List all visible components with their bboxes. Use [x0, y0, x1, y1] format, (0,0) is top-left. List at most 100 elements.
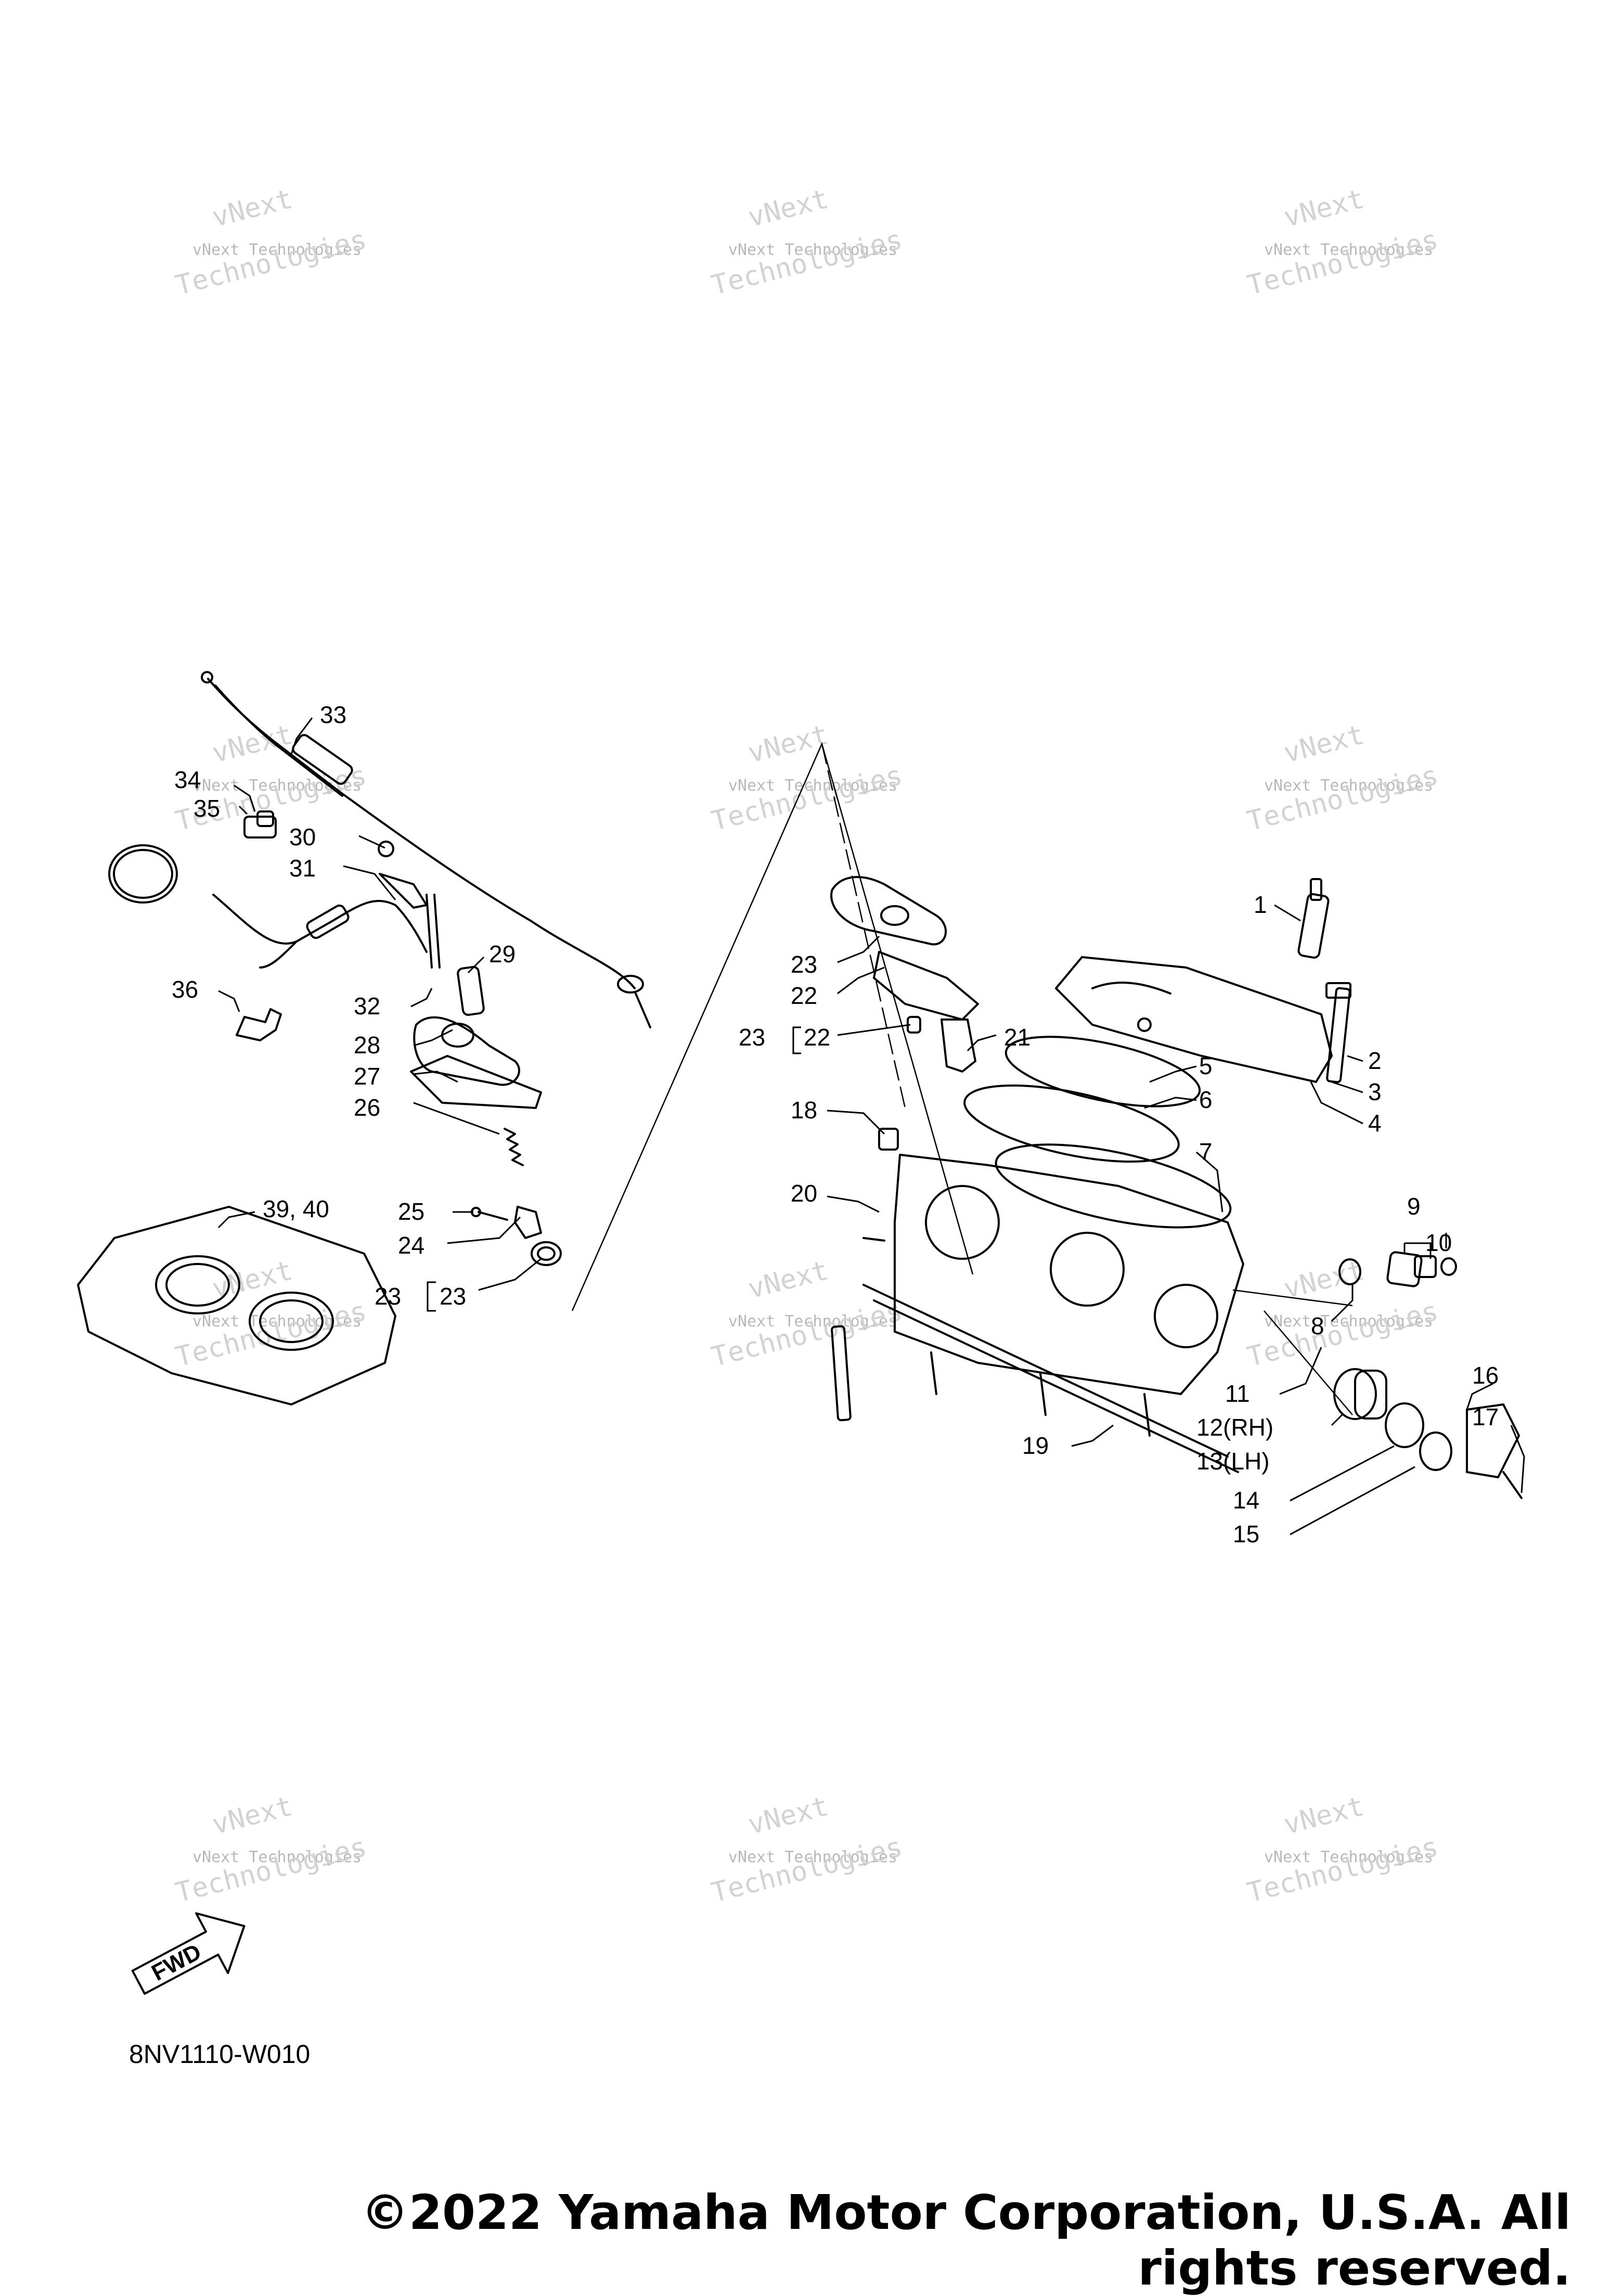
callout-labels: 33 34 35 30 31 29 36 32 28 27 26 25 24 2… [172, 701, 1499, 1547]
fuel-injector-9 [1338, 1251, 1437, 1287]
svg-text:Technologies: Technologies [708, 224, 906, 302]
svg-text:vNext Technologies: vNext Technologies [192, 241, 362, 259]
svg-text:vNext Technologies: vNext Technologies [1264, 241, 1433, 259]
callout-13: 13(LH) [1196, 1448, 1270, 1475]
callout-29: 27 [354, 1063, 380, 1090]
svg-text:vNext: vNext [1281, 184, 1367, 234]
watermark: vNext vNext Technologies Technologies [708, 1791, 906, 1909]
bolt-2 [1325, 982, 1351, 1083]
callout-9: 9 [1407, 1193, 1421, 1220]
leader-lines [217, 717, 1525, 1536]
callout-28: 26 [354, 1094, 380, 1121]
svg-text:vNext Technologies: vNext Technologies [728, 1848, 897, 1866]
copyright-notice: ©2022 Yamaha Motor Corporation, U.S.A. A… [360, 2185, 1571, 2296]
callout-21: 21 [1004, 1024, 1030, 1051]
callout-19: 19 [1022, 1432, 1049, 1459]
svg-text:Technologies: Technologies [173, 1296, 370, 1373]
svg-text:Technologies: Technologies [1244, 1831, 1441, 1909]
svg-text:Technologies: Technologies [708, 1296, 906, 1373]
callout-11: 11 [1225, 1380, 1250, 1407]
callout-5: 5 [1199, 1052, 1213, 1079]
callout-14: 14 [1233, 1487, 1259, 1514]
callout-12: 12(RH) [1196, 1414, 1273, 1441]
gasket-kit-39 [77, 1206, 396, 1405]
callout-38: 36 [172, 976, 198, 1003]
callout-23-top: 23 [791, 951, 817, 978]
svg-text:vNext Technologies: vNext Technologies [1264, 1848, 1433, 1866]
forward-arrow: FWD [131, 1912, 246, 1995]
choke-cable [212, 841, 428, 969]
cylinder-head-cover [1055, 956, 1333, 1083]
watermark: vNext vNext Technologies Technologies [1244, 1791, 1441, 1909]
callout-35: 33 [320, 701, 346, 728]
watermark: vNext vNext Technologies Technologies [708, 184, 906, 302]
oil-seal-25 [531, 1241, 562, 1266]
callout-15: 15 [1233, 1520, 1259, 1547]
intake-manifold-gaskets [830, 876, 979, 1021]
diagram-code: 8NV1110-W010 [129, 2040, 311, 2069]
callout-34: 32 [354, 992, 380, 1020]
svg-text:vNext: vNext [745, 1791, 831, 1841]
callout-2: 2 [1368, 1047, 1382, 1074]
bolt-27 [471, 1207, 508, 1221]
svg-text:Technologies: Technologies [1244, 224, 1441, 302]
svg-text:vNext Technologies: vNext Technologies [728, 1312, 897, 1331]
callout-18: 18 [791, 1097, 817, 1124]
callout-30: 28 [354, 1031, 380, 1059]
watermark: vNext vNext Technologies Technologies [708, 1255, 906, 1373]
callout-32: 30 [289, 823, 316, 850]
svg-text:vNext: vNext [745, 184, 831, 234]
callout-33: 31 [289, 855, 316, 882]
svg-text:vNext Technologies: vNext Technologies [1264, 1312, 1433, 1331]
callout-6: 6 [1199, 1086, 1213, 1113]
callout-8: 8 [1311, 1312, 1324, 1339]
svg-text:vNext: vNext [745, 719, 831, 769]
callout-25: 23 [440, 1283, 466, 1310]
callout-1: 1 [1254, 891, 1267, 918]
watermark: vNext vNext Technologies Technologies [173, 184, 370, 302]
svg-text:vNext Technologies: vNext Technologies [192, 1848, 362, 1866]
callout-27: 25 [398, 1198, 424, 1225]
stud-bolts [831, 1128, 899, 1422]
callout-4: 4 [1368, 1110, 1382, 1137]
assembly-guide-lines [571, 742, 1353, 1415]
callout-23-left: 23 [375, 1283, 401, 1310]
svg-text:Technologies: Technologies [173, 1831, 370, 1909]
callout-37: 35 [194, 795, 220, 822]
exhaust-parts [1333, 1368, 1523, 1499]
svg-text:Technologies: Technologies [1244, 1296, 1441, 1373]
watermark: vNext vNext Technologies Technologies [1244, 1255, 1441, 1373]
callout-3: 3 [1368, 1078, 1382, 1105]
svg-text:vNext: vNext [1281, 1791, 1367, 1841]
callout-36: 34 [174, 766, 201, 793]
sensor-21 [940, 1018, 976, 1073]
callout-10: 10 [1425, 1229, 1452, 1256]
svg-text:vNext Technologies: vNext Technologies [728, 241, 897, 259]
callout-20: 20 [791, 1180, 817, 1207]
svg-text:vNext: vNext [1281, 719, 1367, 769]
svg-text:vNext: vNext [209, 1791, 295, 1841]
callout-26: 24 [398, 1232, 424, 1259]
watermark: vNext vNext Technologies Technologies [1244, 184, 1441, 302]
spring-28 [504, 1128, 524, 1166]
callout-17: 17 [1472, 1403, 1499, 1430]
svg-text:vNext Technologies: vNext Technologies [1264, 777, 1433, 795]
svg-text:vNext Technologies: vNext Technologies [728, 777, 897, 795]
bracket-38 [236, 1008, 282, 1041]
cylinder-block [894, 1154, 1244, 1437]
svg-text:vNext: vNext [745, 1255, 831, 1305]
svg-text:vNext: vNext [209, 184, 295, 234]
group-brackets [427, 1026, 801, 1312]
callout-7: 7 [1199, 1138, 1213, 1165]
callout-39-40: 39, 40 [263, 1195, 329, 1222]
watermark: vNext vNext Technologies Technologies [173, 1791, 370, 1909]
callout-22: 22 [791, 982, 817, 1009]
callout-16: 16 [1472, 1362, 1499, 1389]
o-ring-10 [1440, 1257, 1457, 1276]
callout-24: 22 [804, 1024, 830, 1051]
cylinder-head-gaskets [963, 1036, 1232, 1229]
svg-text:Technologies: Technologies [1244, 760, 1441, 837]
cam-26 [514, 1206, 542, 1239]
throttle-plate-stack [410, 894, 542, 1109]
